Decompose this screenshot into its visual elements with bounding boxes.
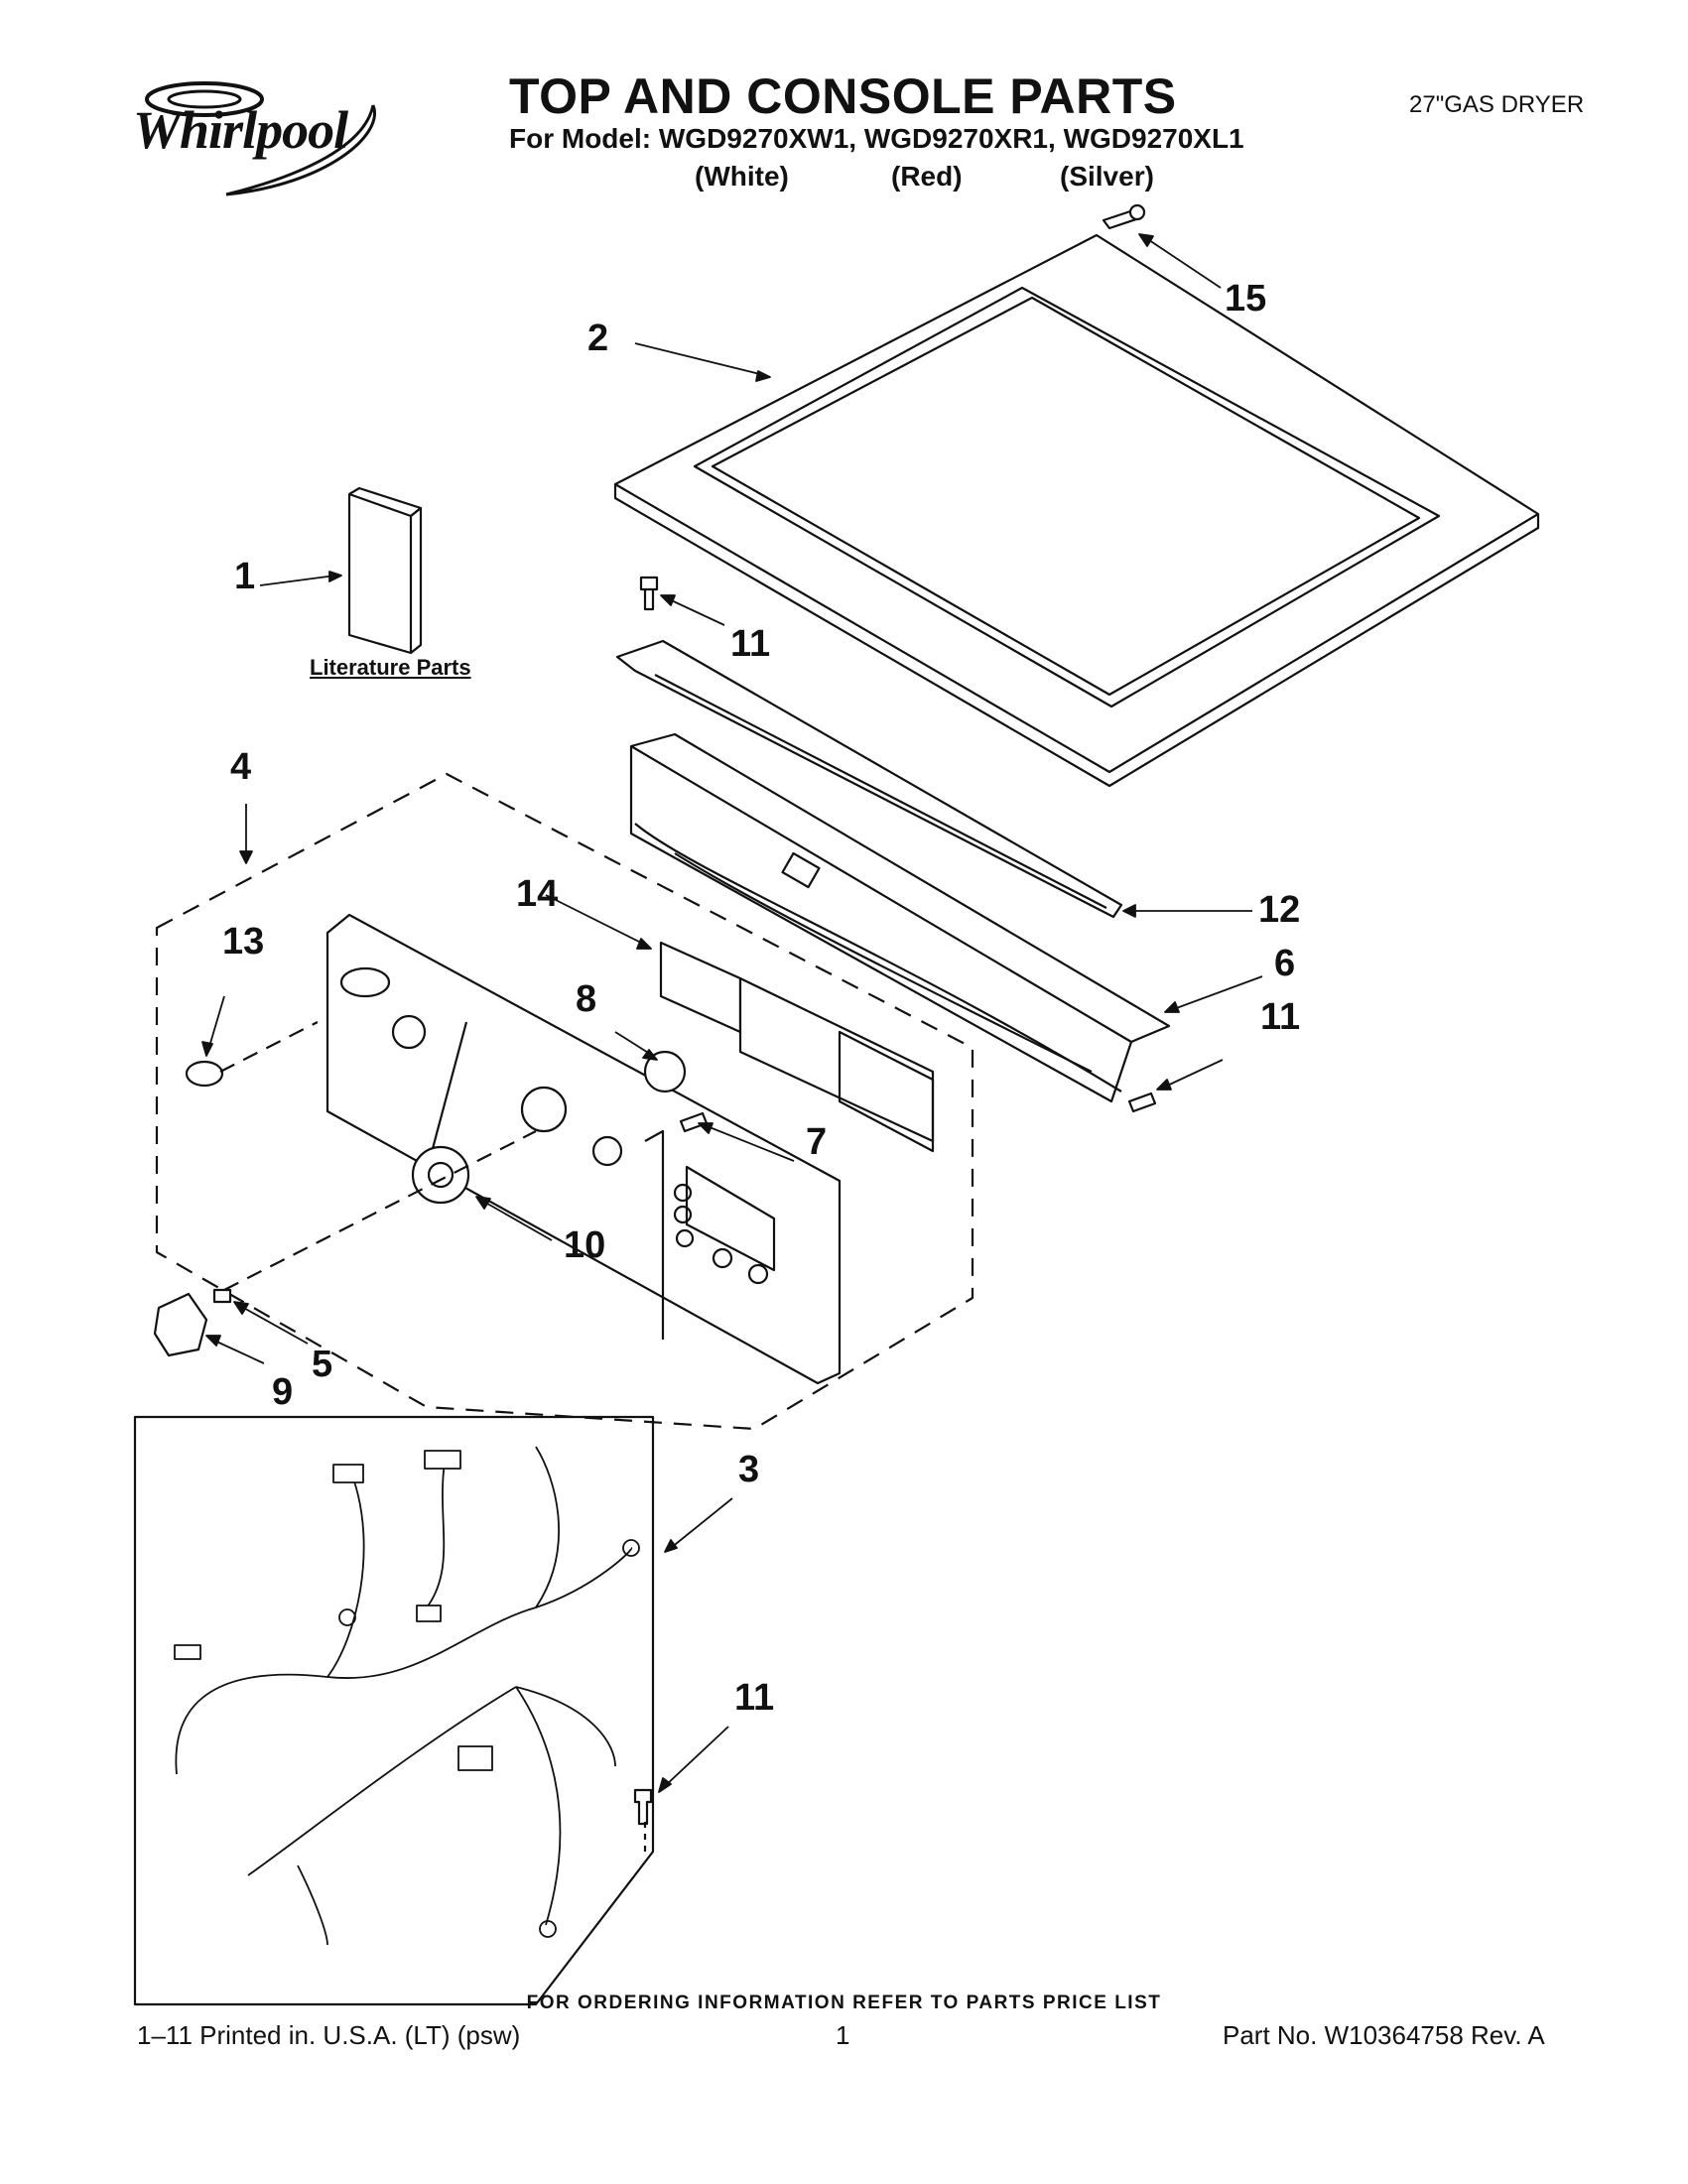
color-silver: (Silver) (1060, 161, 1154, 192)
literature-part (347, 486, 423, 655)
leader-arrows (201, 233, 1263, 1793)
console-back-part (629, 732, 1171, 1103)
ordering-note: FOR ORDERING INFORMATION REFER TO PARTS … (526, 1992, 1162, 2013)
callout-10: 10 (564, 1224, 606, 1266)
callout-2: 2 (587, 318, 609, 359)
callout-13: 13 (222, 921, 265, 963)
console-assembly-boundary (155, 772, 974, 1431)
print-info: 1–11 Printed in. U.S.A. (LT) (psw) (137, 2020, 521, 2050)
console-panel-part (325, 913, 842, 1385)
callout-14: 14 (516, 873, 559, 915)
logo-swirl-icon (145, 81, 376, 196)
callout-4: 4 (230, 746, 252, 788)
callout-5: 5 (312, 1344, 333, 1385)
callout-11-top: 11 (730, 623, 771, 665)
knob-9-part (153, 1292, 208, 1357)
whirlpool-logo (127, 75, 395, 204)
screw-11-top-part (639, 576, 659, 611)
encoder-10-part (411, 1145, 470, 1205)
page-title: TOP AND CONSOLE PARTS (509, 68, 1177, 124)
literature-parts-label: Literature Parts (310, 655, 471, 680)
harness-box (133, 1415, 655, 2006)
color-red: (Red) (891, 161, 963, 192)
callout-8: 8 (576, 978, 597, 1020)
screw-11-right-part (1127, 1092, 1157, 1113)
page-number: 1 (836, 2020, 850, 2050)
color-white: (White) (695, 161, 789, 192)
callout-9: 9 (272, 1371, 294, 1413)
model-list: For Model: WGD9270XW1, WGD9270XR1, WGD92… (509, 123, 1244, 154)
callout-1: 1 (234, 556, 256, 597)
top-panel-part (613, 233, 1540, 788)
control-board-part (659, 941, 935, 1153)
screw-15-part (1102, 203, 1146, 230)
callout-11-bottom: 11 (734, 1677, 775, 1719)
callout-7: 7 (806, 1121, 828, 1163)
bracket-rail-part (615, 639, 1123, 919)
ring-13-part (185, 1060, 224, 1088)
part-number: Part No. W10364758 Rev. A (1223, 2020, 1545, 2050)
wire-harness-part (174, 1446, 640, 1946)
callout-11-right: 11 (1260, 996, 1301, 1038)
product-type: 27"GAS DRYER (1409, 91, 1585, 118)
callout-15: 15 (1225, 278, 1267, 320)
callout-3: 3 (738, 1449, 760, 1490)
screw-11-bottom-part (633, 1788, 653, 1826)
callout-12: 12 (1258, 889, 1301, 931)
disc-8-part (643, 1050, 687, 1093)
brand-name: Whirlpool (133, 100, 348, 160)
callout-6: 6 (1274, 943, 1296, 984)
insert-5-part (212, 1288, 232, 1304)
